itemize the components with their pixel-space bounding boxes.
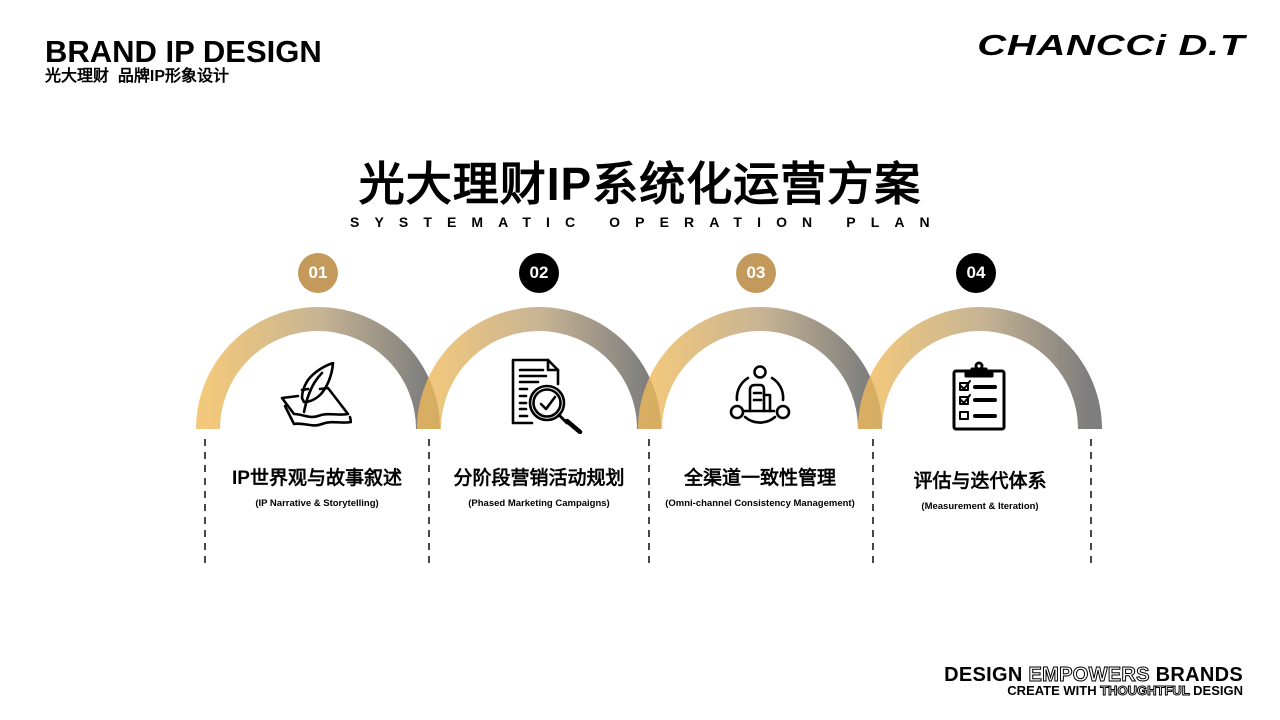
step-badge-01: 01 xyxy=(298,253,338,293)
people-network-icon xyxy=(728,362,794,428)
document-search-icon xyxy=(510,358,586,434)
footer-word: DESIGN xyxy=(1189,683,1243,698)
brand-title: BRAND IP DESIGN xyxy=(45,34,322,69)
step-title-02: 分阶段营销活动规划 xyxy=(453,468,625,489)
footer-word: CREATE WITH xyxy=(1007,683,1101,698)
company-logo: CHANCCi D.T xyxy=(977,30,1245,62)
brand-subtitle: 光大理财 品牌IP形象设计 xyxy=(45,68,230,85)
step-subtitle-01: (IP Narrative & Storytelling) xyxy=(255,498,379,509)
step-subtitle-03: (Omni-channel Consistency Management) xyxy=(665,498,855,509)
step-title-04: 评估与迭代体系 xyxy=(913,471,1047,492)
footer-word-outlined: EMPOWERS xyxy=(1028,664,1150,686)
footer-word: BRANDS xyxy=(1149,664,1243,686)
step-subtitle-04: (Measurement & Iteration) xyxy=(921,501,1039,512)
quill-paper-icon xyxy=(280,362,352,430)
step-badge-03: 03 xyxy=(736,253,776,293)
footer-slogan-line2: CREATE WITH THOUGHTFUL DESIGN xyxy=(1007,683,1243,698)
footer-word: DESIGN xyxy=(944,664,1029,686)
step-badge-02: 02 xyxy=(519,253,559,293)
step-subtitle-02: (Phased Marketing Campaigns) xyxy=(468,498,610,509)
clipboard-checklist-icon xyxy=(951,358,1007,432)
page-subtitle: SYSTEMATIC OPERATION PLAN xyxy=(350,214,945,230)
footer-slogan-line1: DESIGN EMPOWERS BRANDS xyxy=(944,664,1243,686)
step-title-01: IP世界观与故事叙述 xyxy=(232,468,402,489)
step-badge-04: 04 xyxy=(956,253,996,293)
page-title: 光大理财IP系统化运营方案 xyxy=(358,158,922,210)
footer-word-outlined: THOUGHTFUL xyxy=(1100,683,1190,698)
step-title-03: 全渠道一致性管理 xyxy=(683,468,836,489)
